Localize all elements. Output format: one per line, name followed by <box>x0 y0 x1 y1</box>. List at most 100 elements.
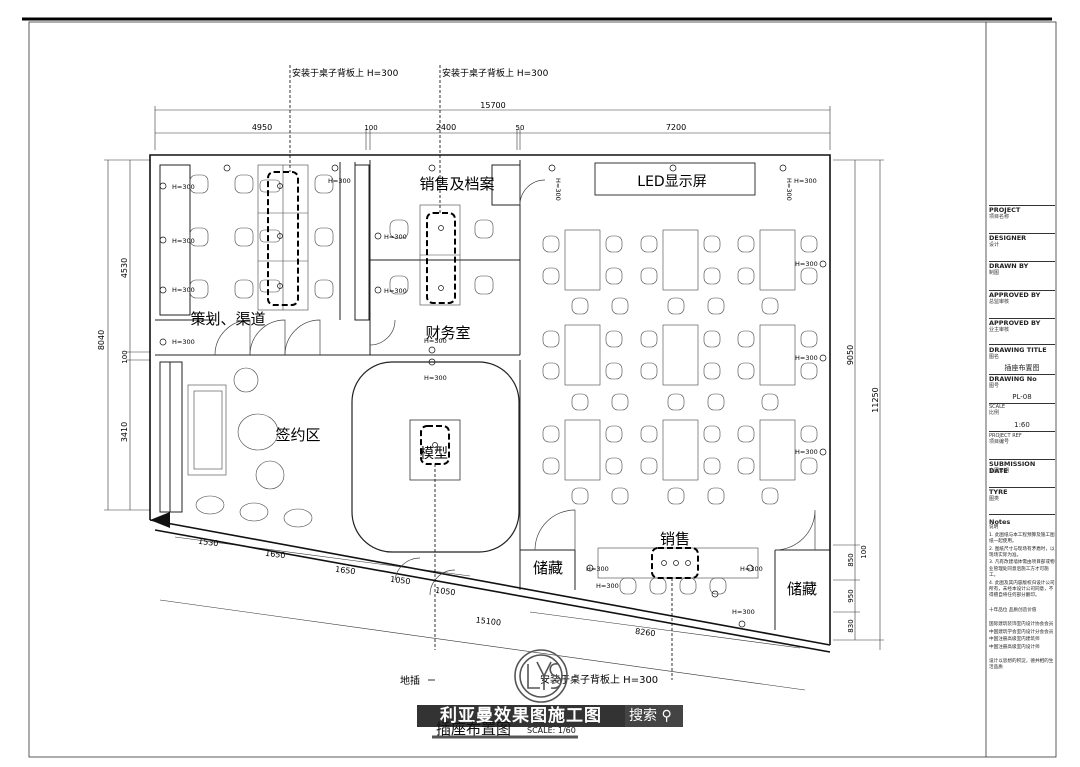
h300-label: H=300 <box>732 608 755 616</box>
partitions <box>155 160 830 630</box>
tb-approved-by: APPROVED BY <box>989 291 1041 299</box>
dim-right-f: 830 <box>847 619 855 632</box>
bottom-dimensions <box>159 536 806 691</box>
h300-label: H=300 <box>740 565 763 573</box>
label-led: LED显示屏 <box>637 174 706 190</box>
h300-label: H=300 <box>424 374 447 382</box>
top-dimensions <box>154 106 831 150</box>
tb-drawing-title: DRAWING TITLE <box>989 346 1047 354</box>
tb-org-1: 国际建筑装饰室内设计协会会员 <box>989 622 1054 628</box>
label-room-sales: 销售 <box>660 530 690 548</box>
desk-note-3: 安装于桌子背板上 H=300 <box>540 673 658 686</box>
watermark: 利亚曼效果图施工图 搜索 ⚲ <box>415 705 683 727</box>
dim-bot-g: 8260 <box>635 627 656 638</box>
tb-project-cn: 项目名称 <box>989 214 1010 220</box>
dim-right-a: 9050 <box>846 345 855 365</box>
floor-socket-label: 地插 <box>400 674 420 687</box>
dim-right-d: 100 <box>860 545 868 558</box>
model-room <box>351 361 520 553</box>
tb-approved-by-2: APPROVED BY <box>989 319 1041 327</box>
outer-walls <box>149 154 831 653</box>
h300-label: H=300 <box>172 237 195 245</box>
dim-left-a: 4530 <box>120 258 129 278</box>
h300-label: H=300 <box>172 338 195 346</box>
tb-drawing-title-cn: 图名 <box>989 354 1000 360</box>
tb-project-ref-cn: 项目编号 <box>989 439 1010 445</box>
tb-approved-by-cn: 总监审核 <box>989 299 1010 305</box>
watermark-text: 利亚曼效果图施工图 <box>417 705 625 727</box>
dim-d5: 7200 <box>666 123 686 132</box>
tb-footer: 设计以思想的积淀，德并相的生活品质 <box>989 658 1054 671</box>
h300-label: H=300 <box>384 233 407 241</box>
tb-designer: DESIGNER <box>989 234 1027 242</box>
right-dimensions <box>833 159 884 650</box>
dim-d4: 50 <box>516 124 525 132</box>
sales-chairs <box>542 235 818 595</box>
dim-d1: 4950 <box>252 123 272 132</box>
tb-submission-date: SUBMISSION DATE <box>989 460 1036 475</box>
tb-tyre: TYRE <box>989 488 1008 496</box>
h300-label: H=300 <box>785 178 793 201</box>
tb-notes-title: Notes <box>989 518 1011 526</box>
dim-left-c: 100 <box>121 350 129 363</box>
label-room-model: 模型 <box>420 446 448 462</box>
socket-symbols <box>159 164 827 628</box>
socket-lines <box>289 65 673 681</box>
h300-label: H=300 <box>172 183 195 191</box>
dim-bot-f: 15100 <box>475 616 501 628</box>
tb-drawing-no-cn: 图号 <box>989 383 1000 389</box>
dim-bot-e: 1050 <box>435 586 456 597</box>
dim-left-d: 3410 <box>120 422 129 442</box>
tb-approved-by-2-cn: 业主审核 <box>989 327 1010 333</box>
watermark-search[interactable]: 搜索 ⚲ <box>625 705 683 727</box>
tb-scale-value: 1:60 <box>1014 421 1030 429</box>
tb-org-4: 中国注册高级室内设计师 <box>989 644 1040 650</box>
logo-mark <box>514 649 568 703</box>
dim-right-c: 850 <box>847 553 855 566</box>
h300-label: H=300 <box>586 565 609 573</box>
dim-left-b: 8040 <box>97 330 106 350</box>
h300-label: H=300 <box>795 448 818 456</box>
watermark-search-label: 搜索 <box>629 708 657 724</box>
title-block: PROJECT 项目名称 DESIGNER 设计 DRAWN BY 制图 APP… <box>986 22 1056 757</box>
left-dimensions <box>104 159 150 511</box>
label-room-sales-archive: 销售及档案 <box>419 175 494 193</box>
dim-total: 15700 <box>480 101 505 110</box>
search-icon: ⚲ <box>657 708 672 724</box>
wall-marker <box>150 512 170 528</box>
dim-right-b: 11250 <box>871 387 880 412</box>
sales-tables <box>564 229 796 579</box>
tb-note-3: 3. 凡有改建墙体需由项目部或物业管理处同意后施工方才可施工。 <box>989 560 1055 579</box>
h300-label: H=300 <box>384 287 407 295</box>
label-storage-right: 储藏 <box>787 580 817 598</box>
dim-right-e: 950 <box>847 589 855 602</box>
label-room-finance: 财务室 <box>425 324 470 342</box>
tb-scale-cn: 比例 <box>989 410 1000 416</box>
h300-label: H=300 <box>596 582 619 590</box>
signing-furniture <box>187 367 313 528</box>
desk-note-2: 安装于桌子背板上 H=300 <box>442 67 549 79</box>
desk-note-1: 安装于桌子背板上 H=300 <box>292 67 399 79</box>
h300-labels: H=300 H=300 H=300 H=300 H=300 H=300 H=30… <box>172 177 818 616</box>
tb-note-4: 4. 此图及其内容版权归设计公司所有，未经本设计公司同意，不得擅自将任何部分翻印… <box>989 580 1055 599</box>
tb-drawn-by: DRAWN BY <box>989 262 1029 270</box>
tb-notes: Notes 说明 1. 此图纸与本工程预算及施工图纸一起使用。 2. 图纸尺寸与… <box>989 519 1055 673</box>
h300-label: H=300 <box>424 337 447 345</box>
h300-label: H=300 <box>554 178 562 201</box>
dim-bot-c: 1650 <box>335 565 356 576</box>
tb-note-1: 1. 此图纸与本工程预算及施工图纸一起使用。 <box>989 532 1055 545</box>
tb-tyre-cn: 图类 <box>989 496 1000 502</box>
tb-drawing-no-value: PL-08 <box>1012 393 1032 401</box>
door-arcs <box>214 179 816 596</box>
label-room-signing: 签约区 <box>275 426 320 444</box>
tb-drawing-title-value: 插座布置图 <box>1004 364 1040 372</box>
dim-d3: 2400 <box>436 123 456 132</box>
dim-bot-b: 1650 <box>265 549 286 560</box>
label-room-planning: 策划、渠道 <box>190 310 265 328</box>
led-screen <box>594 162 756 196</box>
tb-submission-date-cn: 交图日期 <box>989 468 1010 474</box>
tb-drawing-no: DRAWING No <box>989 375 1037 383</box>
dim-bot-d: 1050 <box>390 575 411 586</box>
